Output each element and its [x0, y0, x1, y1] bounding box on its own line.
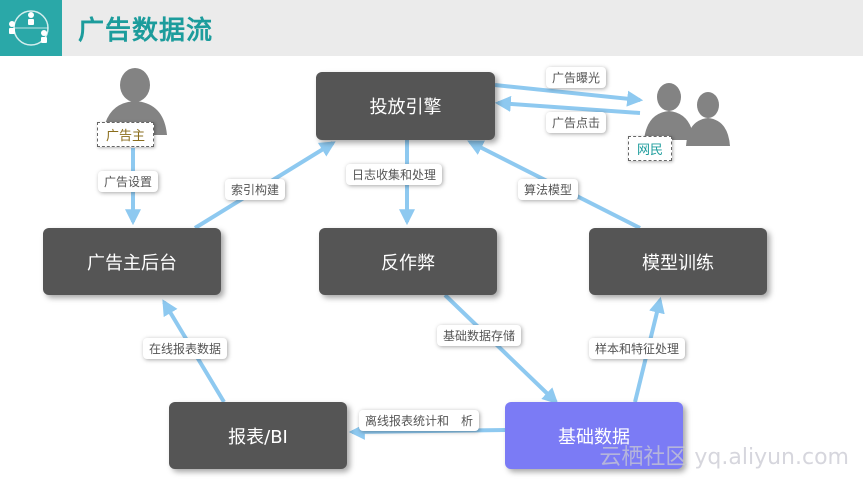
- label-ad-settings: 广告设置: [98, 171, 159, 192]
- label-algo-model: 算法模型: [518, 179, 579, 200]
- watermark: 云栖社区 yq.aliyun.com: [599, 445, 849, 470]
- label-base-storage: 基础数据存储: [437, 325, 522, 346]
- node-base-data: 基础数据: [505, 402, 683, 469]
- node-engine: 投放引擎: [316, 72, 495, 140]
- logo: [0, 0, 62, 56]
- label-offline-report: 离线报表统计和 析: [359, 410, 480, 431]
- netizen-tag: 网民: [628, 136, 673, 161]
- label-sample-feature: 样本和特征处理: [589, 338, 686, 359]
- label-ad-exposure: 广告曝光: [546, 67, 607, 88]
- arrow-base-storage: [443, 293, 559, 405]
- node-advertiser-backend: 广告主后台: [43, 228, 221, 295]
- page-title: 广告数据流: [78, 16, 214, 46]
- people-network-icon: [9, 10, 49, 46]
- advertiser-tag: 广告主: [97, 122, 155, 147]
- node-model-training: 模型训练: [589, 228, 767, 295]
- label-index-build: 索引构建: [225, 179, 286, 200]
- netizen-silhouette: [644, 83, 730, 146]
- node-anti-fraud: 反作弊: [319, 228, 497, 295]
- label-ad-click: 广告点击: [546, 112, 607, 133]
- arrow-exposure: [494, 83, 644, 107]
- arrow-click: [494, 95, 641, 115]
- label-log-collect: 日志收集和处理: [346, 164, 443, 185]
- node-report-bi: 报表/BI: [169, 402, 347, 469]
- header-bar: [0, 0, 863, 56]
- label-online-report: 在线报表数据: [143, 338, 228, 359]
- arrow-offline-report: [348, 423, 507, 440]
